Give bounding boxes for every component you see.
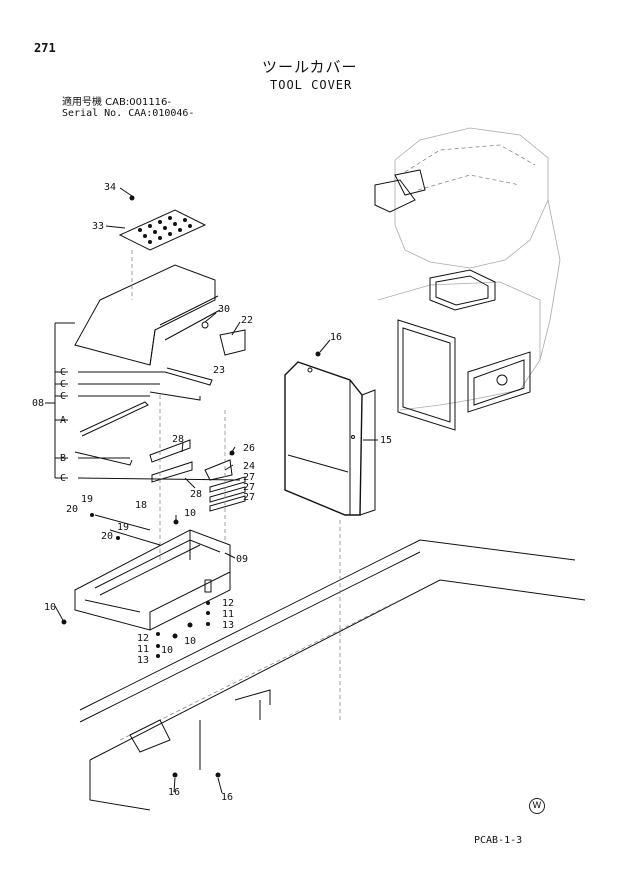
callout-28b: 28 xyxy=(190,489,202,500)
page-number: 271 xyxy=(34,41,56,55)
callout-27c: 27 xyxy=(243,492,255,503)
title-english: TOOL COVER xyxy=(270,78,353,92)
callout-C4: C xyxy=(60,473,66,484)
callout-27a: 27 xyxy=(243,472,255,483)
applicable-serial-en: Serial No. CAA:010046- xyxy=(62,108,195,119)
callout-26: 26 xyxy=(243,443,255,454)
callout-30: 30 xyxy=(218,304,230,315)
callout-C2: C xyxy=(60,379,66,390)
callout-08: 08 xyxy=(32,398,44,409)
callout-13b: 13 xyxy=(137,655,149,666)
fasteners xyxy=(61,195,321,778)
callout-10c: 10 xyxy=(161,645,173,656)
footer-code: PCAB-1-3 xyxy=(474,835,523,846)
callout-20b: 20 xyxy=(101,531,113,542)
callout-33: 33 xyxy=(92,221,104,232)
callout-28a: 28 xyxy=(172,434,184,445)
callout-12a: 12 xyxy=(222,598,234,609)
callout-B: B xyxy=(60,453,66,464)
callout-19b: 19 xyxy=(117,522,129,533)
upper-cover xyxy=(74,209,246,366)
callout-10b: 10 xyxy=(44,602,56,613)
callout-12b: 12 xyxy=(137,633,149,644)
callout-11a: 11 xyxy=(222,609,234,620)
w-mark-symbol: W xyxy=(529,798,545,814)
callout-16b: 16 xyxy=(168,787,180,798)
chassis-frame xyxy=(79,520,586,811)
cab-background xyxy=(374,127,561,431)
callout-23: 23 xyxy=(213,365,225,376)
side-cover-panel xyxy=(284,361,376,516)
callout-34: 34 xyxy=(104,182,116,193)
callout-10a: 10 xyxy=(184,508,196,519)
callout-24: 24 xyxy=(243,461,255,472)
callout-13a: 13 xyxy=(222,620,234,631)
tool-box-tray xyxy=(74,514,231,631)
callout-16: 16 xyxy=(330,332,342,343)
callout-10d: 10 xyxy=(184,636,196,647)
leader-lines xyxy=(54,187,378,794)
callout-A: A xyxy=(60,415,66,426)
callout-27b: 27 xyxy=(243,482,255,493)
callout-11b: 11 xyxy=(137,644,149,655)
callout-C1: C xyxy=(60,367,66,378)
callout-labels: 34 33 30 22 23 16 15 08 C C C A B C 28 2… xyxy=(32,182,392,803)
callout-19a: 19 xyxy=(81,494,93,505)
title-japanese: ツールカバー xyxy=(262,58,358,76)
callout-C3: C xyxy=(60,391,66,402)
callout-20a: 20 xyxy=(66,504,78,515)
applicable-serial-jp: 適用号機 CAB:001116- xyxy=(62,97,172,108)
group-bracket-08 xyxy=(45,322,241,481)
callout-18: 18 xyxy=(135,500,147,511)
callout-22: 22 xyxy=(241,315,253,326)
callout-15: 15 xyxy=(380,435,392,446)
callout-09: 09 xyxy=(236,554,248,565)
callout-16c: 16 xyxy=(221,792,233,803)
